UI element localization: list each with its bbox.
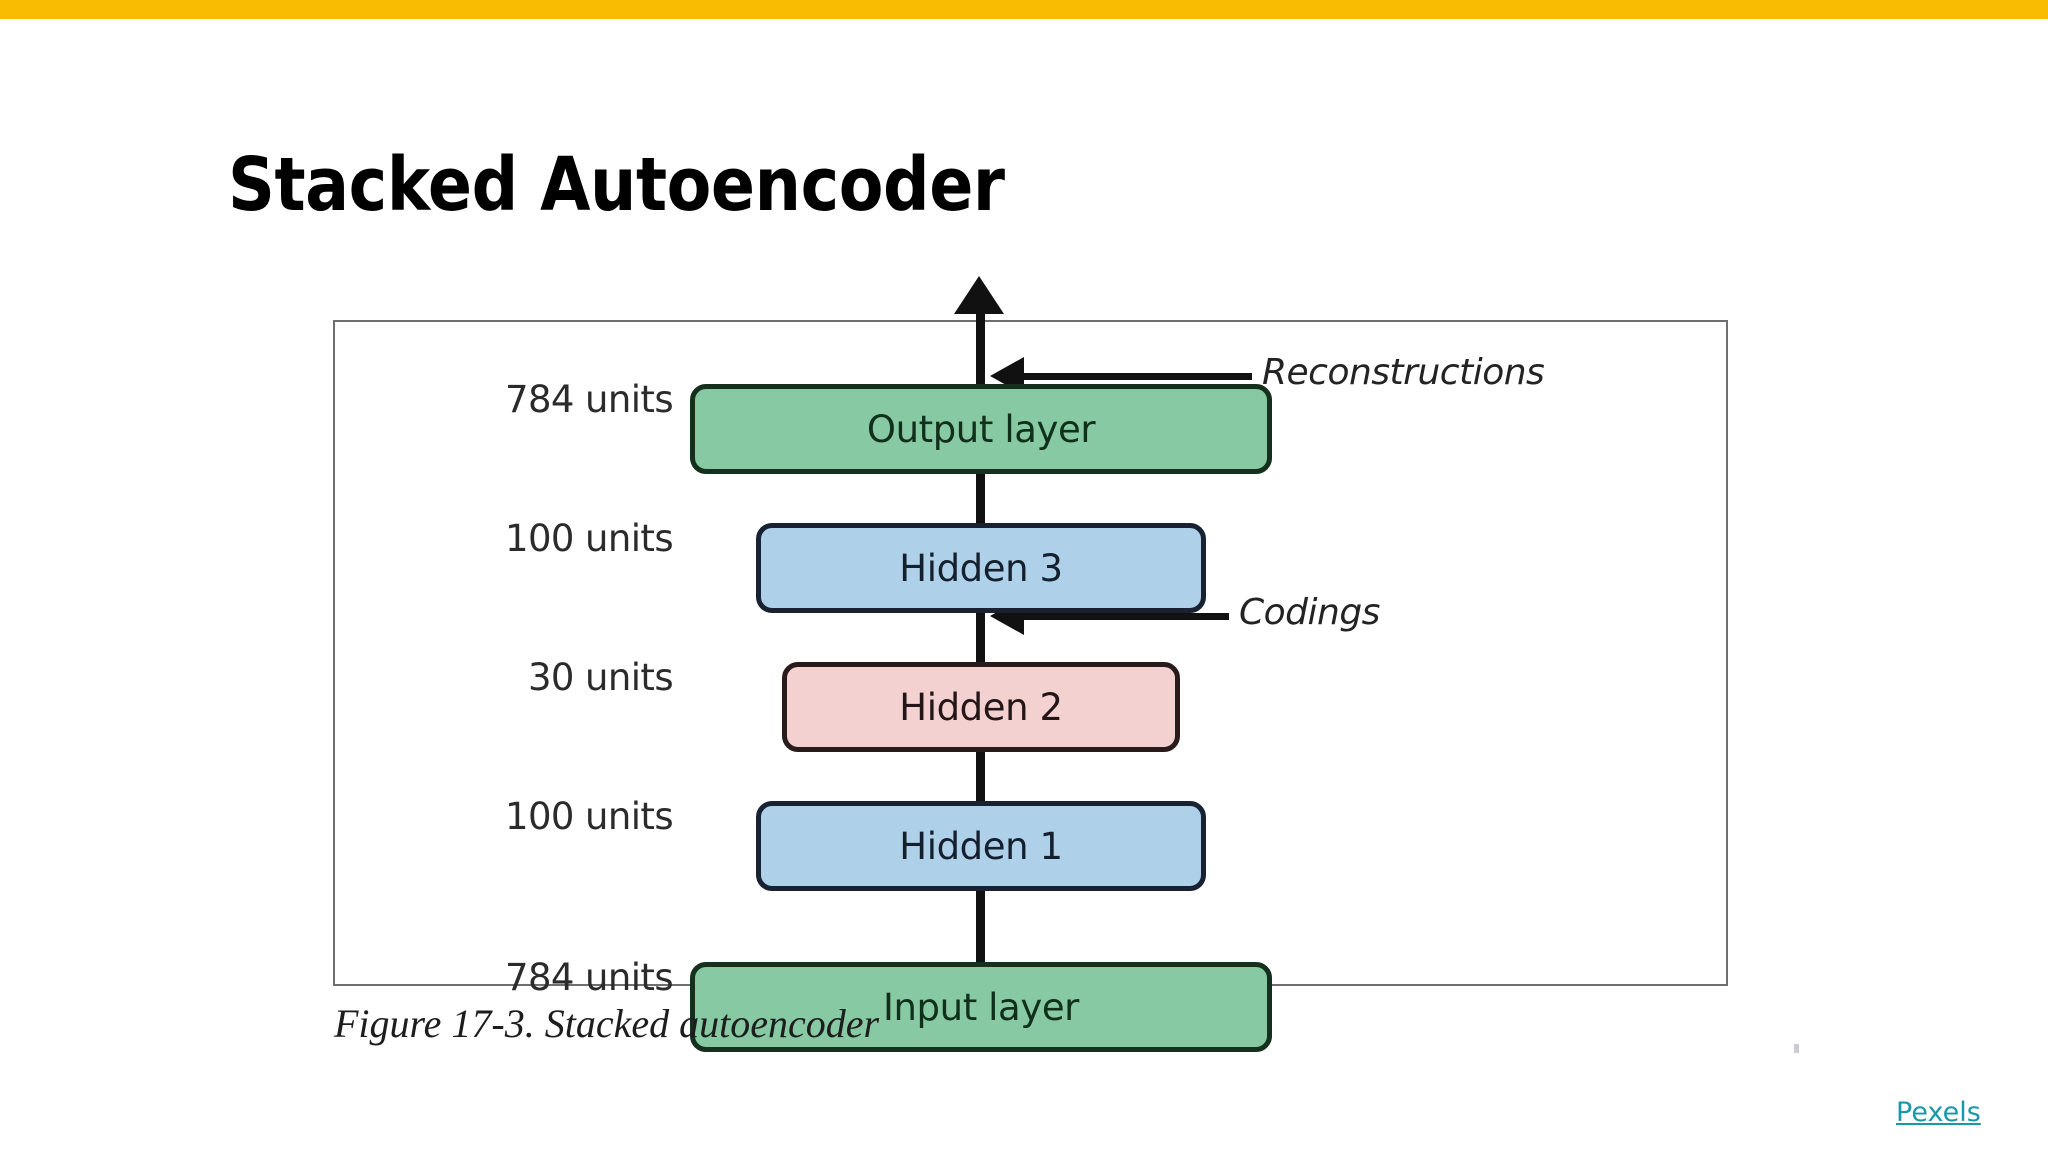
layer-box-output[interactable]: Output layer <box>690 384 1272 474</box>
scan-artifact-speck <box>1794 1044 1799 1053</box>
reconstructions-label: Reconstructions <box>1262 352 1545 393</box>
layer-box-hidden1[interactable]: Hidden 1 <box>756 801 1206 891</box>
units-label-hidden1: 100 units <box>505 795 674 838</box>
units-label-hidden2: 30 units <box>527 656 674 699</box>
layer-box-input[interactable]: Input layer <box>690 962 1272 1052</box>
layer-box-hidden3[interactable]: Hidden 3 <box>756 523 1206 613</box>
units-label-hidden3: 100 units <box>505 517 674 560</box>
page-title: Stacked Autoencoder <box>228 142 1005 228</box>
reconstruction-output-arrowhead <box>954 276 1004 314</box>
codings-label: Codings <box>1239 592 1380 633</box>
figure-caption: Figure 17-3. Stacked autoencoder <box>334 1001 880 1046</box>
connector-hidden1-to-hidden2 <box>976 750 985 805</box>
top-accent-bar <box>0 0 2048 19</box>
connector-hidden3-to-output <box>976 471 985 527</box>
connector-hidden2-to-hidden3 <box>976 611 985 666</box>
layer-box-hidden2[interactable]: Hidden 2 <box>782 662 1180 752</box>
units-label-output: 784 units <box>505 378 674 421</box>
figure-diagram: Reconstructions Codings 784 units Output… <box>333 276 1728 1052</box>
connector-output-to-top <box>976 312 985 388</box>
reconstructions-leader-line <box>1023 373 1252 380</box>
units-label-input: 784 units <box>505 956 674 999</box>
pexels-credit-link[interactable]: Pexels <box>1896 1097 1981 1128</box>
codings-leader-line <box>1023 613 1229 620</box>
connector-input-to-hidden1 <box>976 891 985 966</box>
